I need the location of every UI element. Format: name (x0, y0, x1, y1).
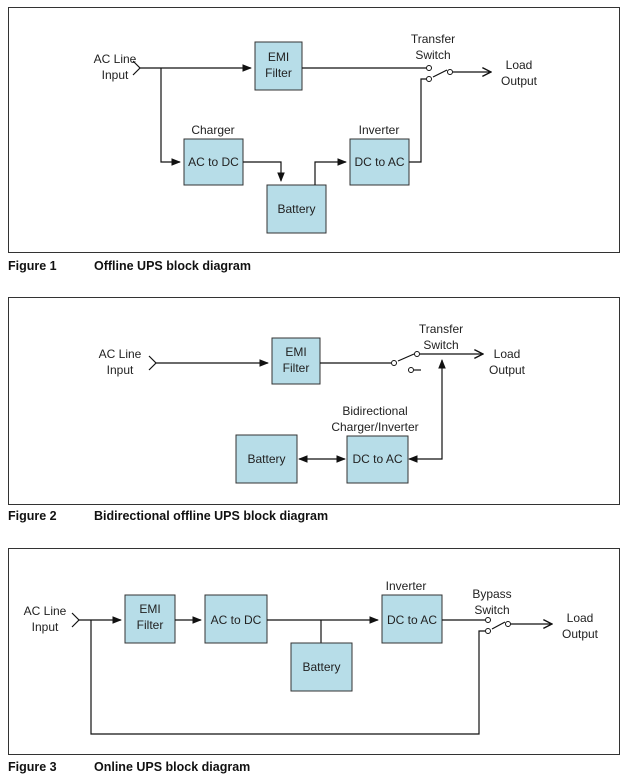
switch-contact-b (426, 76, 432, 82)
ac-to-dc-block (183, 138, 244, 186)
dc-to-ac-block (349, 138, 410, 186)
inverter-label: Inverter (386, 579, 427, 593)
switch-contact-common (447, 69, 453, 75)
transfer-switch-lever (432, 69, 448, 78)
charger-label: Charger (191, 123, 234, 137)
emi-filter-label-2: Filter (283, 361, 310, 375)
line-converter-to-switch (408, 359, 446, 463)
ac-to-dc-label: AC to DC (188, 155, 239, 169)
figure-2-title: Bidirectional offline UPS block diagram (94, 509, 329, 523)
ac-line-input-label-1: AC Line (99, 347, 142, 361)
input-terminal-icon (148, 355, 157, 371)
figure-1-svg: AC Line Input EMI Filter Transfer Switch… (94, 32, 538, 234)
switch-contact-b (408, 367, 414, 373)
line-battery-to-inverter (314, 158, 347, 185)
figure-2-diagram: AC Line Input EMI Filter Transfer Switch… (8, 297, 620, 505)
battery-block (235, 434, 298, 484)
transfer-switch-label-1: Transfer (411, 32, 455, 46)
ac-line-input-label-2: Input (32, 620, 59, 634)
ac-line-input-label-1: AC Line (24, 604, 67, 618)
dc-to-ac-block (346, 435, 409, 484)
emi-filter-label-1: EMI (285, 345, 306, 359)
battery-label: Battery (302, 660, 340, 674)
inverter-label: Inverter (359, 123, 400, 137)
bypass-switch-label-1: Bypass (472, 587, 511, 601)
figure-3-number: Figure 3 (8, 760, 57, 774)
switch-contact-a (485, 617, 491, 623)
load-output-label-1: Load (506, 58, 533, 72)
ac-line-input-label-2: Input (107, 363, 134, 377)
transfer-switch-label-2: Switch (415, 48, 450, 62)
ac-to-dc-block (204, 594, 268, 644)
ac-line-input-label-1: AC Line (94, 52, 137, 66)
emi-filter-block (271, 337, 321, 385)
dc-to-ac-label: DC to AC (387, 613, 437, 627)
battery-block (290, 642, 353, 692)
battery-block (266, 184, 327, 234)
converter-label-2: Charger/Inverter (331, 420, 418, 434)
emi-filter-block (124, 594, 176, 644)
bypass-switch-lever (491, 621, 506, 630)
line-inverter-to-switch (409, 78, 426, 163)
emi-filter-label-2: Filter (265, 66, 292, 80)
transfer-switch-lever (397, 353, 415, 362)
figure-3-title: Online UPS block diagram (94, 760, 251, 774)
figure-1-diagram: AC Line Input EMI Filter Transfer Switch… (8, 7, 620, 253)
battery-label: Battery (247, 452, 285, 466)
transfer-switch-label-1: Transfer (419, 322, 463, 336)
dc-to-ac-label: DC to AC (354, 155, 404, 169)
switch-contact-common (414, 351, 420, 357)
switch-contact-a (426, 65, 432, 71)
load-output-label-1: Load (567, 611, 594, 625)
figure-2-number: Figure 2 (8, 509, 57, 523)
switch-contact-b (485, 628, 491, 634)
line-bypass (90, 620, 485, 735)
figure-2-svg: AC Line Input EMI Filter Transfer Switch… (99, 322, 526, 484)
load-output-label-2: Output (489, 363, 526, 377)
switch-contact-a (391, 360, 397, 366)
dc-to-ac-label: DC to AC (352, 452, 402, 466)
input-terminal-icon (71, 612, 80, 628)
figure-3-diagram: AC Line Input EMI Filter AC to DC Batter… (8, 548, 620, 755)
line-input-to-charger (160, 68, 181, 166)
emi-filter-label-1: EMI (268, 50, 289, 64)
line-charger-to-battery (243, 161, 285, 182)
load-output-label-2: Output (562, 627, 599, 641)
emi-filter-block (254, 41, 303, 91)
figure-3-svg: AC Line Input EMI Filter AC to DC Batter… (24, 579, 599, 735)
bypass-switch-label-2: Switch (474, 603, 509, 617)
figure-1-title: Offline UPS block diagram (94, 259, 251, 273)
converter-label-1: Bidirectional (342, 404, 407, 418)
ac-to-dc-label: AC to DC (211, 613, 262, 627)
figure-1-number: Figure 1 (8, 259, 57, 273)
emi-filter-label-1: EMI (139, 602, 160, 616)
transfer-switch-label-2: Switch (423, 338, 458, 352)
battery-label: Battery (277, 202, 315, 216)
ac-line-input-label-2: Input (102, 68, 129, 82)
load-output-label-1: Load (494, 347, 521, 361)
load-output-label-2: Output (501, 74, 538, 88)
emi-filter-label-2: Filter (137, 618, 164, 632)
dc-to-ac-block (381, 594, 443, 644)
switch-contact-common (505, 621, 511, 627)
